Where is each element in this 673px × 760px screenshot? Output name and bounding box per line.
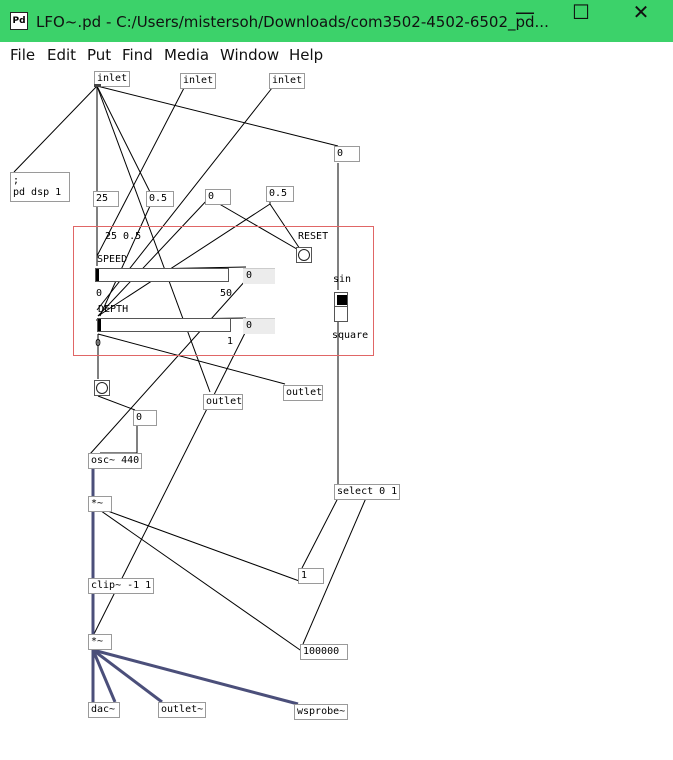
inlet-object-2[interactable]: inlet	[180, 73, 216, 89]
title-bar: Pd LFO~.pd - C:/Users/mistersoh/Download…	[0, 0, 673, 42]
square-label: square	[332, 330, 369, 341]
patch-canvas[interactable]: inlet inlet inlet ; pd dsp 1 25 0.5 0 0.…	[0, 66, 673, 760]
outlet-object-2[interactable]: outlet	[283, 385, 323, 401]
menu-edit[interactable]: Edit	[47, 46, 77, 64]
menu-window[interactable]: Window	[220, 46, 280, 64]
sin-radio-cell[interactable]	[334, 292, 348, 307]
number-box-25[interactable]: 25	[93, 191, 119, 207]
menu-put[interactable]: Put	[87, 46, 112, 64]
pd-app-icon: Pd	[10, 12, 28, 30]
multiply-object-1[interactable]: *~	[88, 496, 112, 512]
bang-circle-icon	[96, 382, 108, 394]
minimize-button[interactable]: —	[515, 0, 535, 24]
depth-number-display[interactable]: 0	[243, 318, 275, 334]
number-box-left-mid[interactable]: 0	[133, 410, 157, 426]
speed-slider-knob[interactable]	[96, 269, 99, 281]
wsprobe-object[interactable]: wsprobe~	[294, 704, 348, 720]
radio-selected-icon	[337, 295, 347, 305]
menu-file[interactable]: File	[10, 46, 36, 64]
inlet-object-1[interactable]: inlet	[94, 71, 130, 87]
inlet-object-3[interactable]: inlet	[269, 73, 305, 89]
message-100000[interactable]: 100000	[300, 644, 348, 660]
menu-help[interactable]: Help	[289, 46, 324, 64]
multiply-object-2[interactable]: *~	[88, 634, 112, 650]
number-box-top-right[interactable]: 0	[334, 146, 360, 162]
speed-number-display[interactable]: 0	[243, 268, 275, 284]
close-button[interactable]: ✕	[632, 0, 650, 24]
depth-min-label: 0	[95, 338, 102, 349]
menu-bar: File Edit Put Find Media Window Help	[0, 42, 673, 66]
clip-object[interactable]: clip~ -1 1	[88, 578, 154, 594]
reset-bang-circle-icon	[298, 249, 310, 261]
maximize-button[interactable]: ☐	[572, 0, 590, 24]
number-box-0-5-b[interactable]: 0.5	[266, 186, 294, 202]
speed-label: SPEED	[97, 254, 128, 265]
bang-button-left[interactable]	[94, 380, 110, 396]
menu-find[interactable]: Find	[122, 46, 153, 64]
speed-slider[interactable]	[95, 268, 229, 282]
dac-object[interactable]: dac~	[88, 702, 120, 718]
inlet-1-outlet	[94, 84, 101, 87]
speed-max-label: 50	[220, 288, 233, 299]
gui-group-canvas	[73, 226, 374, 356]
outlet-object-1[interactable]: outlet	[203, 394, 243, 410]
waveform-radio-selector[interactable]	[334, 292, 348, 322]
depth-slider[interactable]	[97, 318, 231, 332]
pd-dsp-message-line1: ;	[13, 175, 20, 186]
pd-dsp-message[interactable]: ; pd dsp 1	[10, 172, 70, 202]
reset-label: RESET	[298, 231, 329, 242]
number-box-0[interactable]: 0	[205, 189, 231, 205]
depth-slider-knob[interactable]	[98, 319, 101, 331]
message-1[interactable]: 1	[298, 568, 324, 584]
osc-object[interactable]: osc~ 440	[88, 453, 142, 469]
menu-media[interactable]: Media	[164, 46, 210, 64]
pd-dsp-message-line2: pd dsp 1	[13, 187, 62, 198]
select-object[interactable]: select 0 1	[334, 484, 400, 500]
outlet-signal-object[interactable]: outlet~	[158, 702, 206, 718]
reset-bang-button[interactable]	[296, 247, 312, 263]
depth-label: DEPTH	[98, 304, 129, 315]
depth-max-label: 1	[227, 336, 234, 347]
window-title: LFO~.pd - C:/Users/mistersoh/Downloads/c…	[36, 13, 549, 31]
speed-min-label: 0	[96, 288, 103, 299]
sin-label: sin	[333, 274, 352, 285]
number-box-0-5-a[interactable]: 0.5	[146, 191, 174, 207]
preset-label: 25 0.5	[105, 231, 142, 242]
